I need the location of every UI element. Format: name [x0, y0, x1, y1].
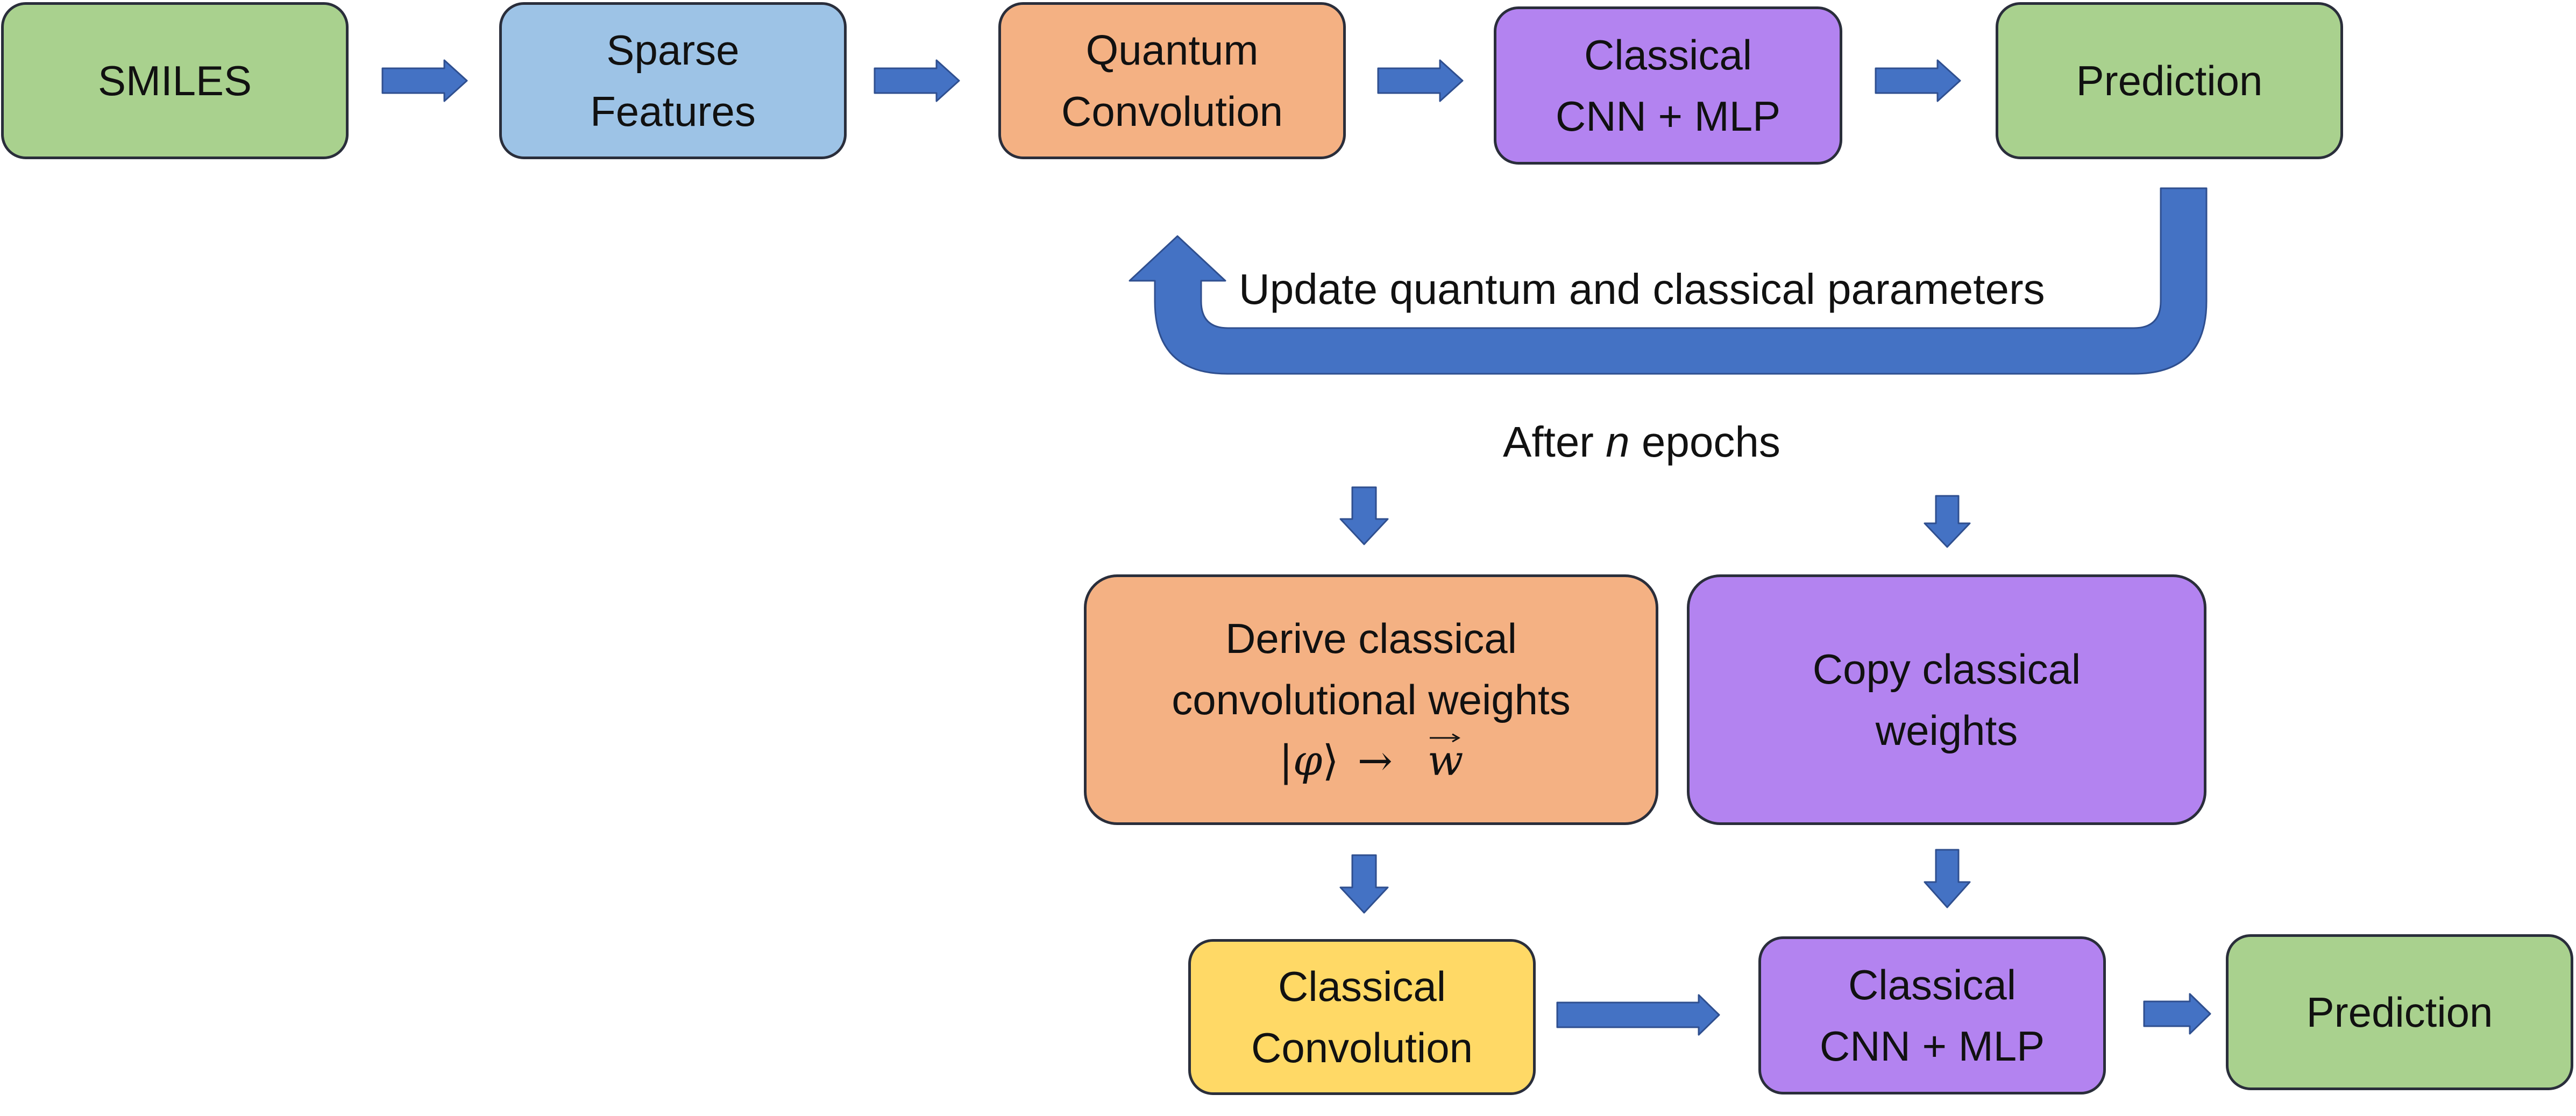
- w-vector: w: [1428, 730, 1464, 792]
- right-arrow-icon: [1875, 59, 1961, 102]
- down-arrow-icon: [1339, 854, 1389, 914]
- classical-cnn-mlp-box: Classical CNN + MLP: [1494, 6, 1842, 165]
- classical-cnn-mlp-label-line1: Classical: [1584, 31, 1752, 79]
- down-arrow-icon: [1924, 495, 1971, 548]
- derive-weights-box: Derive classical convolutional weights |…: [1084, 574, 1658, 825]
- sparse-features-label-line1: Sparse: [606, 26, 740, 74]
- right-arrow-icon: [1377, 59, 1464, 102]
- sparse-features-label-line2: Features: [590, 88, 756, 135]
- prediction-label: Prediction: [2076, 57, 2263, 104]
- bottom-prediction-label: Prediction: [2306, 989, 2493, 1036]
- down-arrow-icon: [1339, 486, 1389, 545]
- maps-to-arrow: →: [1357, 737, 1393, 785]
- bottom-classical-cnn-mlp-label-line2: CNN + MLP: [1819, 1022, 2045, 1070]
- smiles-box: SMILES: [1, 2, 349, 159]
- u-turn-arrow-icon: [1129, 187, 2208, 375]
- classical-cnn-mlp-label-line2: CNN + MLP: [1555, 93, 1781, 140]
- classical-convolution-box: Classical Convolution: [1188, 939, 1536, 1095]
- derive-weights-label-line1: Derive classical: [1225, 615, 1517, 662]
- derive-weights-label-line2: convolutional weights: [1172, 676, 1571, 723]
- feedback-label: Update quantum and classical parameters: [1239, 265, 2045, 313]
- smiles-label: SMILES: [97, 57, 252, 104]
- copy-weights-label-line2: weights: [1875, 707, 2018, 754]
- copy-weights-label-line1: Copy classical: [1812, 645, 2081, 693]
- bottom-classical-cnn-mlp-box: Classical CNN + MLP: [1758, 936, 2106, 1094]
- w-letter: w: [1427, 737, 1464, 785]
- classical-convolution-label-line2: Convolution: [1251, 1024, 1473, 1071]
- classical-convolution-label-line1: Classical: [1278, 963, 1446, 1010]
- vector-arrow-icon: [1429, 733, 1460, 743]
- right-arrow-icon: [1556, 994, 1720, 1036]
- phi-symbol: φ: [1293, 737, 1323, 785]
- copy-weights-box: Copy classical weights: [1687, 574, 2206, 825]
- sparse-features-box: Sparse Features: [499, 2, 847, 159]
- right-arrow-icon: [874, 59, 960, 102]
- ket-right: ⟩: [1322, 737, 1339, 785]
- prediction-box: Prediction: [1996, 2, 2343, 159]
- epochs-variable: n: [1606, 418, 1630, 466]
- derive-weights-formula: |φ⟩ → w: [1279, 730, 1464, 792]
- bottom-prediction-box: Prediction: [2226, 934, 2573, 1090]
- after-epochs-label: After n epochs: [1503, 415, 1780, 469]
- ket-left: |: [1279, 737, 1293, 785]
- quantum-convolution-label-line2: Convolution: [1061, 88, 1283, 135]
- quantum-convolution-label-line1: Quantum: [1085, 26, 1259, 74]
- right-arrow-icon: [381, 59, 468, 102]
- bottom-classical-cnn-mlp-label-line1: Classical: [1848, 961, 2017, 1008]
- quantum-convolution-box: Quantum Convolution: [998, 2, 1346, 159]
- down-arrow-icon: [1924, 849, 1971, 908]
- right-arrow-icon: [2143, 993, 2211, 1035]
- after-epochs-prefix: After: [1503, 418, 1606, 466]
- after-epochs-suffix: epochs: [1629, 418, 1780, 466]
